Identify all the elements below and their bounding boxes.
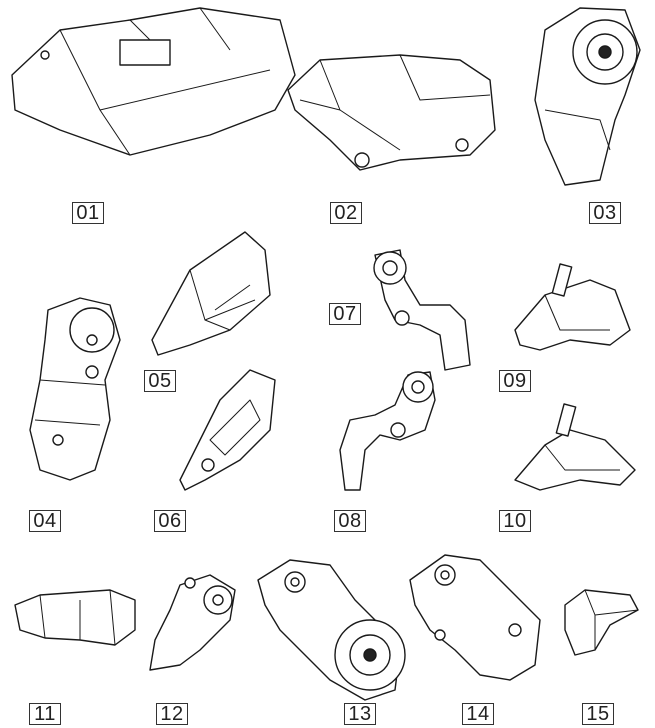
part-label-12: 12: [156, 703, 188, 725]
part-03-drawing: [534, 7, 641, 186]
part-08-drawing: [339, 371, 436, 491]
part-15-drawing: [564, 589, 639, 656]
part-label-15: 15: [582, 703, 614, 725]
part-01-drawing: [11, 7, 296, 156]
part-label-11: 11: [29, 703, 61, 725]
part-05-drawing: [151, 231, 271, 356]
part-10-drawing: [514, 403, 636, 491]
part-label-09: 09: [499, 370, 531, 392]
part-label-05: 05: [144, 370, 176, 392]
part-02-drawing: [287, 54, 496, 171]
part-label-13: 13: [344, 703, 376, 725]
part-14-drawing: [409, 554, 541, 681]
part-09-drawing: [514, 263, 631, 351]
part-label-08: 08: [334, 510, 366, 532]
part-06-drawing: [179, 369, 276, 491]
part-label-02: 02: [330, 202, 362, 224]
part-label-03: 03: [589, 202, 621, 224]
part-label-10: 10: [499, 510, 531, 532]
part-04-drawing: [29, 297, 121, 481]
part-label-14: 14: [462, 703, 494, 725]
part-07-drawing: [373, 249, 471, 371]
part-11-drawing: [14, 589, 136, 646]
part-13-drawing: [257, 559, 406, 701]
part-label-07: 07: [329, 303, 361, 325]
part-12-drawing: [149, 574, 236, 671]
part-label-04: 04: [29, 510, 61, 532]
part-label-01: 01: [72, 202, 104, 224]
part-label-06: 06: [154, 510, 186, 532]
